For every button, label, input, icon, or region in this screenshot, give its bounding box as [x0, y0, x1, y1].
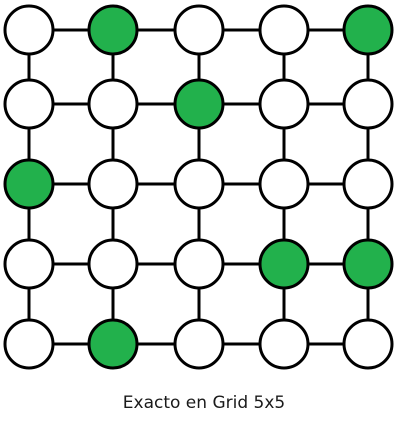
empty-node-4-2 — [173, 318, 225, 370]
empty-node-2-4 — [342, 158, 394, 210]
empty-node-3-2 — [173, 238, 225, 290]
filled-node-0-1 — [87, 4, 139, 56]
empty-node-4-4 — [342, 318, 394, 370]
filled-node-2-0 — [3, 158, 55, 210]
empty-node-2-3 — [258, 158, 310, 210]
empty-node-3-0 — [3, 238, 55, 290]
empty-node-3-1 — [87, 238, 139, 290]
empty-node-4-3 — [258, 318, 310, 370]
filled-node-0-4 — [342, 4, 394, 56]
filled-node-3-4 — [342, 238, 394, 290]
empty-node-2-2 — [173, 158, 225, 210]
filled-node-4-1 — [87, 318, 139, 370]
empty-node-0-3 — [258, 4, 310, 56]
empty-node-1-1 — [87, 78, 139, 130]
diagram-caption: Exacto en Grid 5x5 — [122, 393, 286, 413]
empty-node-0-2 — [173, 4, 225, 56]
grid-nodes — [3, 4, 394, 370]
empty-node-1-4 — [342, 78, 394, 130]
empty-node-2-1 — [87, 158, 139, 210]
filled-node-3-3 — [258, 238, 310, 290]
empty-node-1-3 — [258, 78, 310, 130]
empty-node-1-0 — [3, 78, 55, 130]
filled-node-1-2 — [173, 78, 225, 130]
empty-node-0-0 — [3, 4, 55, 56]
empty-node-4-0 — [3, 318, 55, 370]
